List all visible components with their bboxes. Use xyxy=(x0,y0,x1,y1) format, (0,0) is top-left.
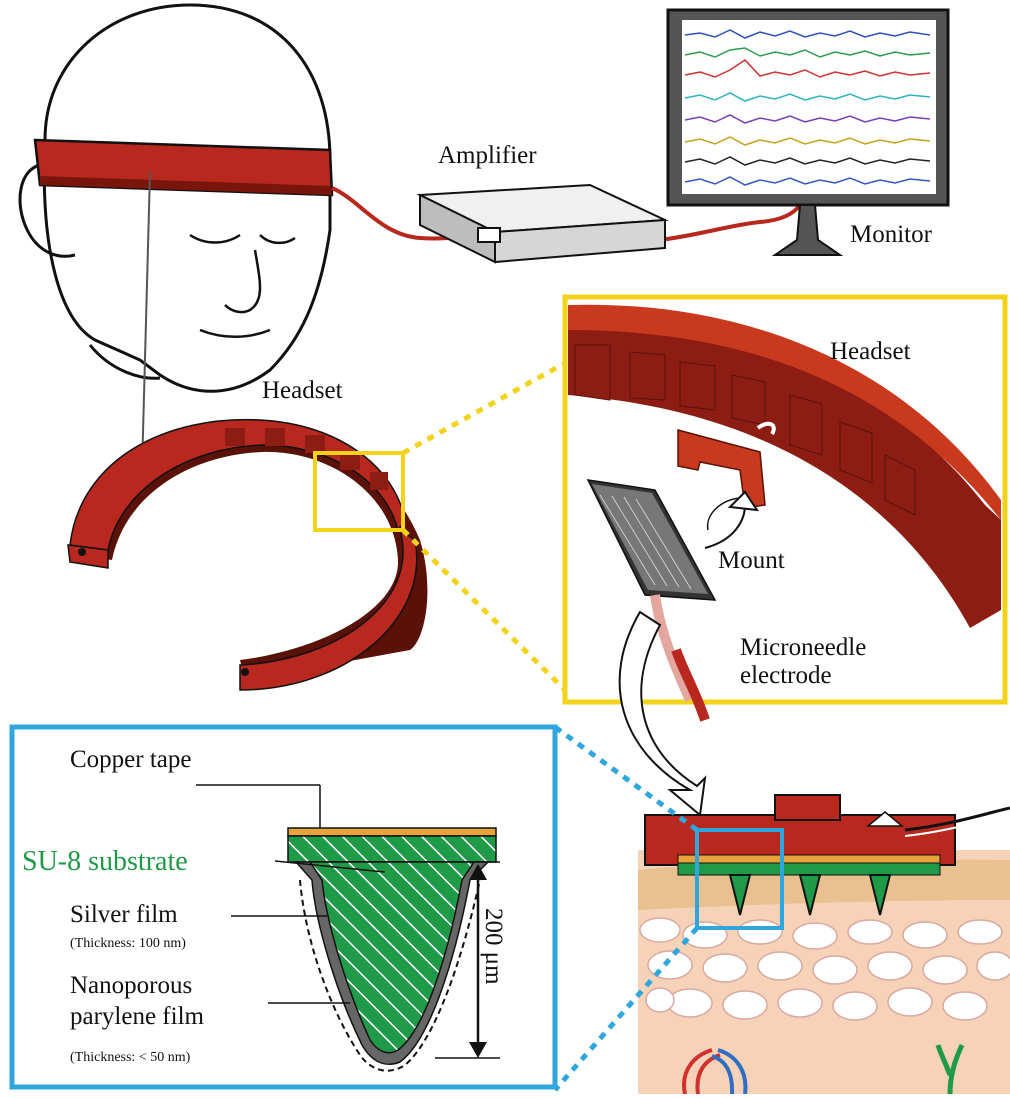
skin-cross-section-icon xyxy=(638,850,1010,1094)
silver-film-label: Silver film xyxy=(70,901,178,928)
silver-thickness-label: (Thickness: 100 nm) xyxy=(70,936,186,951)
nanoporous-label-line1: Nanoporous xyxy=(70,972,192,999)
eeg-monitor-icon xyxy=(668,10,948,255)
nanoporous-label-line2: parylene film xyxy=(70,1003,205,1030)
su8-substrate-label: SU-8 substrate xyxy=(22,846,188,877)
headset-label: Headset xyxy=(262,377,343,404)
height-label: 200 μm xyxy=(480,908,507,985)
microneedle-label-line2: electrode xyxy=(740,662,832,689)
headband-icon xyxy=(35,140,332,195)
amplifier-label: Amplifier xyxy=(438,142,537,169)
microneedle-label-line1: Microneedle xyxy=(740,634,866,661)
parylene-thickness-label: (Thickness: < 50 nm) xyxy=(70,1050,191,1065)
copper-tape-label: Copper tape xyxy=(70,746,191,773)
headset-zoom-label: Headset xyxy=(830,338,911,365)
headset-band-icon xyxy=(68,420,427,690)
mount-label: Mount xyxy=(718,547,785,574)
amplifier-box-icon xyxy=(420,185,665,262)
monitor-label: Monitor xyxy=(850,221,933,248)
